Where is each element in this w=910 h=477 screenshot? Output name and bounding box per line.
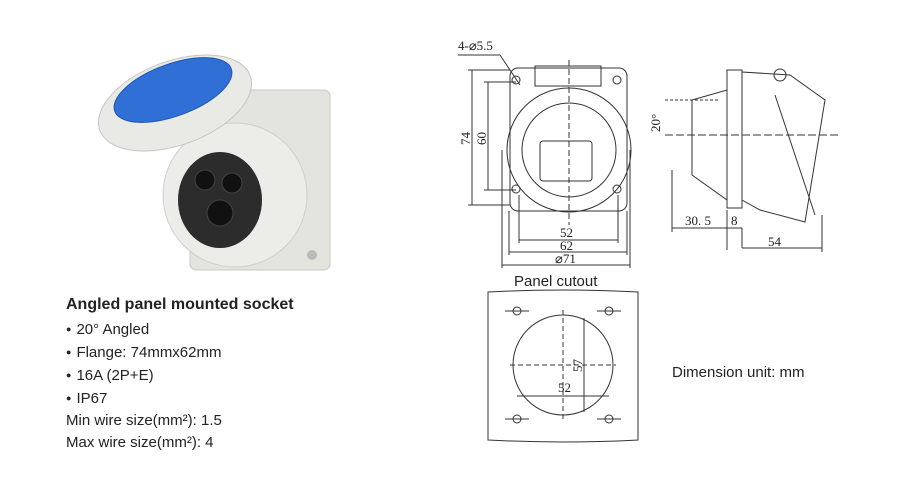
unit-note: Dimension unit: mm <box>672 364 805 381</box>
panel-cutout <box>487 289 639 443</box>
pin-hole <box>221 172 243 194</box>
pin-hole <box>206 199 234 227</box>
spec-rating: 16A (2P+E) <box>66 364 294 387</box>
spec-flange: Flange: 74mmx62mm <box>66 341 294 364</box>
pin-hole <box>194 169 216 191</box>
blue-cap <box>113 57 233 123</box>
spec-list: Angled panel mounted socket 20° Angled F… <box>66 294 294 454</box>
dim-8: 8 <box>731 213 738 228</box>
dim-71: ⌀71 <box>555 251 576 266</box>
front-view <box>458 54 632 268</box>
spec-angle: 20° Angled <box>66 318 294 341</box>
dim-angle: 20° <box>648 114 663 132</box>
dim-52: 52 <box>560 225 573 240</box>
cutout-title: Panel cutout <box>514 273 598 290</box>
dim-57: 57 <box>570 359 585 373</box>
dim-60: 60 <box>474 132 489 145</box>
flange-hole <box>307 250 317 260</box>
spec-wire-min: Min wire size(mm²): 1.5 <box>66 412 222 429</box>
dim-62: 62 <box>560 238 573 253</box>
spec-wire-max: Max wire size(mm²): 4 <box>66 434 214 451</box>
side-view <box>665 68 840 252</box>
hole-label: 4-⌀5.5 <box>458 38 493 53</box>
dim-54: 54 <box>768 234 782 249</box>
product-title: Angled panel mounted socket <box>66 296 294 313</box>
dim-cutout-52: 52 <box>558 380 571 395</box>
spec-ip: IP67 <box>66 387 294 410</box>
dim-74: 74 <box>458 132 473 146</box>
product-photo <box>97 54 331 271</box>
dim-30-5: 30. 5 <box>685 213 711 228</box>
